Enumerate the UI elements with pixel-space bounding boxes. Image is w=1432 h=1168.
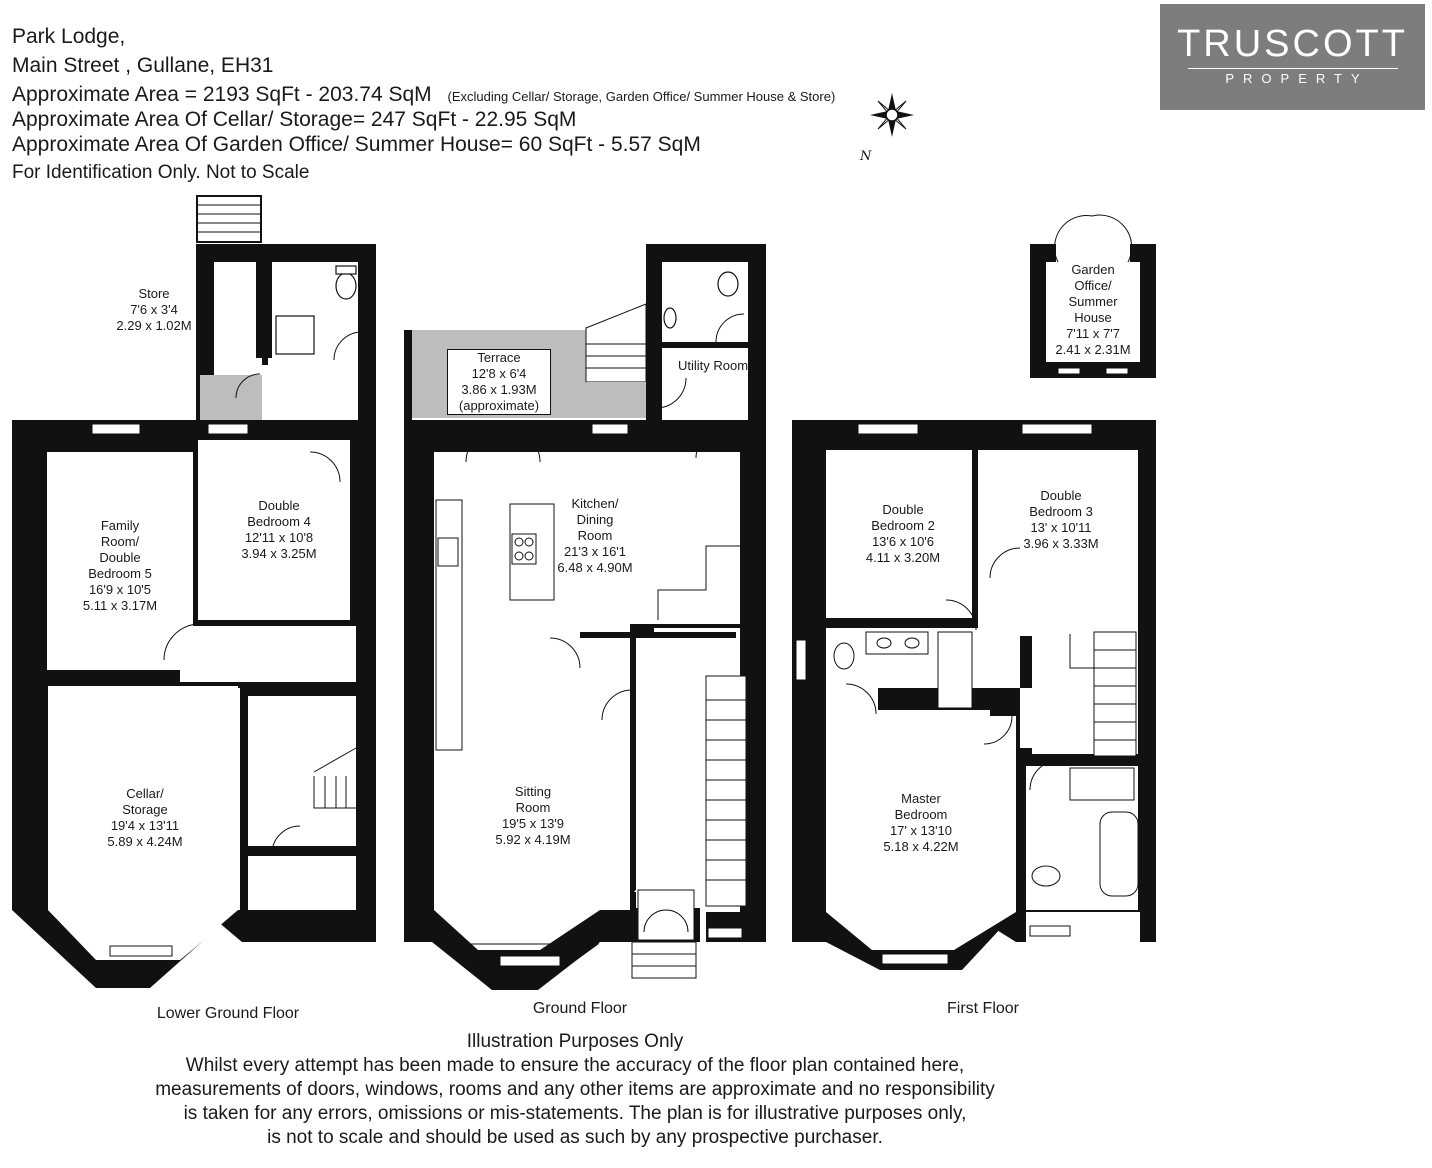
room-family: Family Room/ Double Bedroom 5 16'9 x 10'…	[82, 518, 158, 613]
room-terrace: Terrace 12'8 x 6'4 3.86 x 1.93M (approxi…	[447, 349, 551, 415]
area-main: Approximate Area = 2193 SqFt - 203.74 Sq…	[12, 82, 835, 110]
ground-floor-plan	[404, 244, 766, 990]
room-utility: Utility Room	[677, 358, 749, 373]
area-cellar: Approximate Area Of Cellar/ Storage= 247…	[12, 108, 577, 131]
garden-office-plan	[1030, 214, 1156, 378]
area-main-text: Approximate Area = 2193 SqFt - 203.74 Sq…	[12, 83, 432, 106]
lower-ground-floor-plan	[12, 195, 376, 988]
address-line2: Main Street , Gullane, EH31	[12, 54, 274, 77]
truscott-logo: TRUSCOTT PROPERTY	[1160, 4, 1425, 110]
disclaimer-title: Illustration Purposes Only	[466, 1031, 684, 1052]
label-first-floor: First Floor	[947, 1000, 1019, 1017]
disclaimer: Illustration Purposes Only Whilst every …	[80, 1030, 1070, 1150]
room-store: Store 7'6 x 3'4 2.29 x 1.02M	[116, 286, 192, 333]
room-sitting: Sitting Room 19'5 x 13'9 5.92 x 4.19M	[495, 784, 571, 847]
disclaimer-line3: is taken for any errors, omissions or mi…	[183, 1103, 967, 1124]
label-ground-floor: Ground Floor	[532, 1000, 628, 1017]
room-kitchen: Kitchen/ Dining Room 21'3 x 16'1 6.48 x …	[557, 496, 633, 575]
area-garden: Approximate Area Of Garden Office/ Summe…	[12, 133, 701, 156]
room-bedroom4: Double Bedroom 4 12'11 x 10'8 3.94 x 3.2…	[241, 498, 317, 561]
identification-note: For Identification Only. Not to Scale	[12, 162, 310, 183]
disclaimer-line2: measurements of doors, windows, rooms an…	[155, 1079, 995, 1100]
disclaimer-line1: Whilst every attempt has been made to en…	[185, 1055, 965, 1076]
room-cellar: Cellar/ Storage 19'4 x 13'11 5.89 x 4.24…	[107, 786, 183, 849]
room-bedroom3: Double Bedroom 3 13' x 10'11 3.96 x 3.33…	[1023, 488, 1099, 551]
room-master: Master Bedroom 17' x 13'10 5.18 x 4.22M	[883, 791, 959, 854]
compass-label: N	[859, 149, 872, 164]
label-lower-ground-floor: Lower Ground Floor	[156, 1005, 300, 1022]
first-floor-plan	[792, 420, 1156, 970]
room-bedroom2: Double Bedroom 2 13'6 x 10'6 4.11 x 3.20…	[865, 502, 941, 565]
logo-name: TRUSCOTT	[1177, 23, 1408, 65]
logo-rule	[1187, 68, 1398, 69]
logo-sub: PROPERTY	[1225, 71, 1369, 86]
room-garden-office: Garden Office/ Summer House 7'11 x 7'7 2…	[1055, 262, 1131, 357]
address-line1: Park Lodge,	[12, 25, 126, 48]
compass-rose-icon	[870, 93, 914, 137]
disclaimer-line4: is not to scale and should be used as su…	[267, 1127, 883, 1148]
area-main-note: (Excluding Cellar/ Storage, Garden Offic…	[447, 89, 836, 104]
